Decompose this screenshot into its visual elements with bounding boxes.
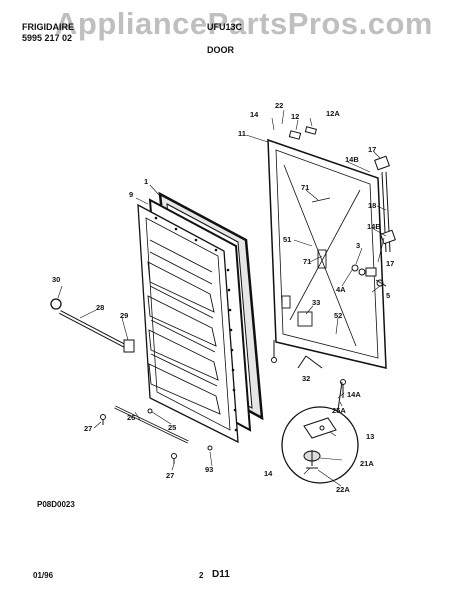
liner-screws xyxy=(154,216,238,432)
callout-52: 52 xyxy=(334,311,342,320)
callout-25: 25 xyxy=(168,423,176,432)
callout-51: 51 xyxy=(283,235,291,244)
callout-27-bottom: 27 xyxy=(166,471,174,480)
top-hinge-plate xyxy=(288,130,302,140)
callout-25A: 25A xyxy=(332,406,346,415)
top-hinge-pin xyxy=(304,126,317,135)
callout-11: 11 xyxy=(238,129,246,138)
footer-page: 2 xyxy=(199,571,204,580)
lower-hinge-parts xyxy=(271,340,346,398)
callout-5: 5 xyxy=(386,291,390,300)
callout-leader-lines xyxy=(57,109,387,487)
callout-17-top: 17 xyxy=(368,145,376,154)
callout-22: 22 xyxy=(275,101,283,110)
callout-21A: 21A xyxy=(360,459,374,468)
callout-29: 29 xyxy=(120,311,128,320)
callout-14-detail: 14 xyxy=(264,469,273,478)
side-handle-bar xyxy=(59,310,126,348)
callout-13: 13 xyxy=(366,432,374,441)
handle-cap-bottom xyxy=(380,229,396,245)
callout-12: 12 xyxy=(291,112,299,121)
handle-bracket xyxy=(123,339,135,353)
header-section-title: DOOR xyxy=(207,45,234,55)
lock-washer xyxy=(351,264,359,272)
callout-71-lower: 71 xyxy=(303,257,311,266)
callout-22A: 22A xyxy=(336,485,350,494)
callout-4A: 4A xyxy=(336,285,346,294)
header-model: UFU13C xyxy=(207,22,243,32)
door-liner xyxy=(137,203,239,444)
callout-3: 3 xyxy=(356,241,360,250)
hinge-detail-circle xyxy=(281,406,359,484)
door-rail-lower xyxy=(281,295,291,309)
diagram-code: P08D0023 xyxy=(37,500,75,509)
callout-14B-lower: 14B xyxy=(367,222,381,231)
bottom-door-rail xyxy=(114,405,189,444)
callout-93: 93 xyxy=(205,465,213,474)
callout-14B-top: 14B xyxy=(345,155,359,164)
callout-14-top: 14 xyxy=(250,110,259,119)
footer-date: 01/96 xyxy=(33,571,54,580)
lock-body xyxy=(365,267,377,277)
screws-27 xyxy=(100,408,213,464)
door-shelves xyxy=(147,239,221,415)
callout-32: 32 xyxy=(302,374,310,383)
callout-9: 9 xyxy=(129,190,133,199)
callout-33: 33 xyxy=(312,298,320,307)
callout-27-left: 27 xyxy=(84,424,92,433)
handle-end-cap xyxy=(50,298,62,310)
callout-17-lower: 17 xyxy=(386,259,394,268)
callout-71-top: 71 xyxy=(301,183,309,192)
door-latch-bracket xyxy=(317,249,327,269)
callout-12A: 12A xyxy=(326,109,340,118)
handle-cap-top xyxy=(374,155,390,171)
callout-30: 30 xyxy=(52,275,60,284)
callout-28: 28 xyxy=(96,303,104,312)
door-stop-block xyxy=(297,311,313,327)
header-brand: FRIGIDAIRE xyxy=(22,22,75,32)
callout-18: 18 xyxy=(368,201,376,210)
callout-14A: 14A xyxy=(347,390,361,399)
outer-door-panel xyxy=(267,138,387,369)
header-part-number: 5995 217 02 xyxy=(22,33,73,43)
callout-1: 1 xyxy=(144,177,148,186)
footer-figure: D11 xyxy=(212,569,230,580)
watermark-text: AppliancePartsPros.com xyxy=(55,6,433,41)
callout-26: 26 xyxy=(127,413,135,422)
